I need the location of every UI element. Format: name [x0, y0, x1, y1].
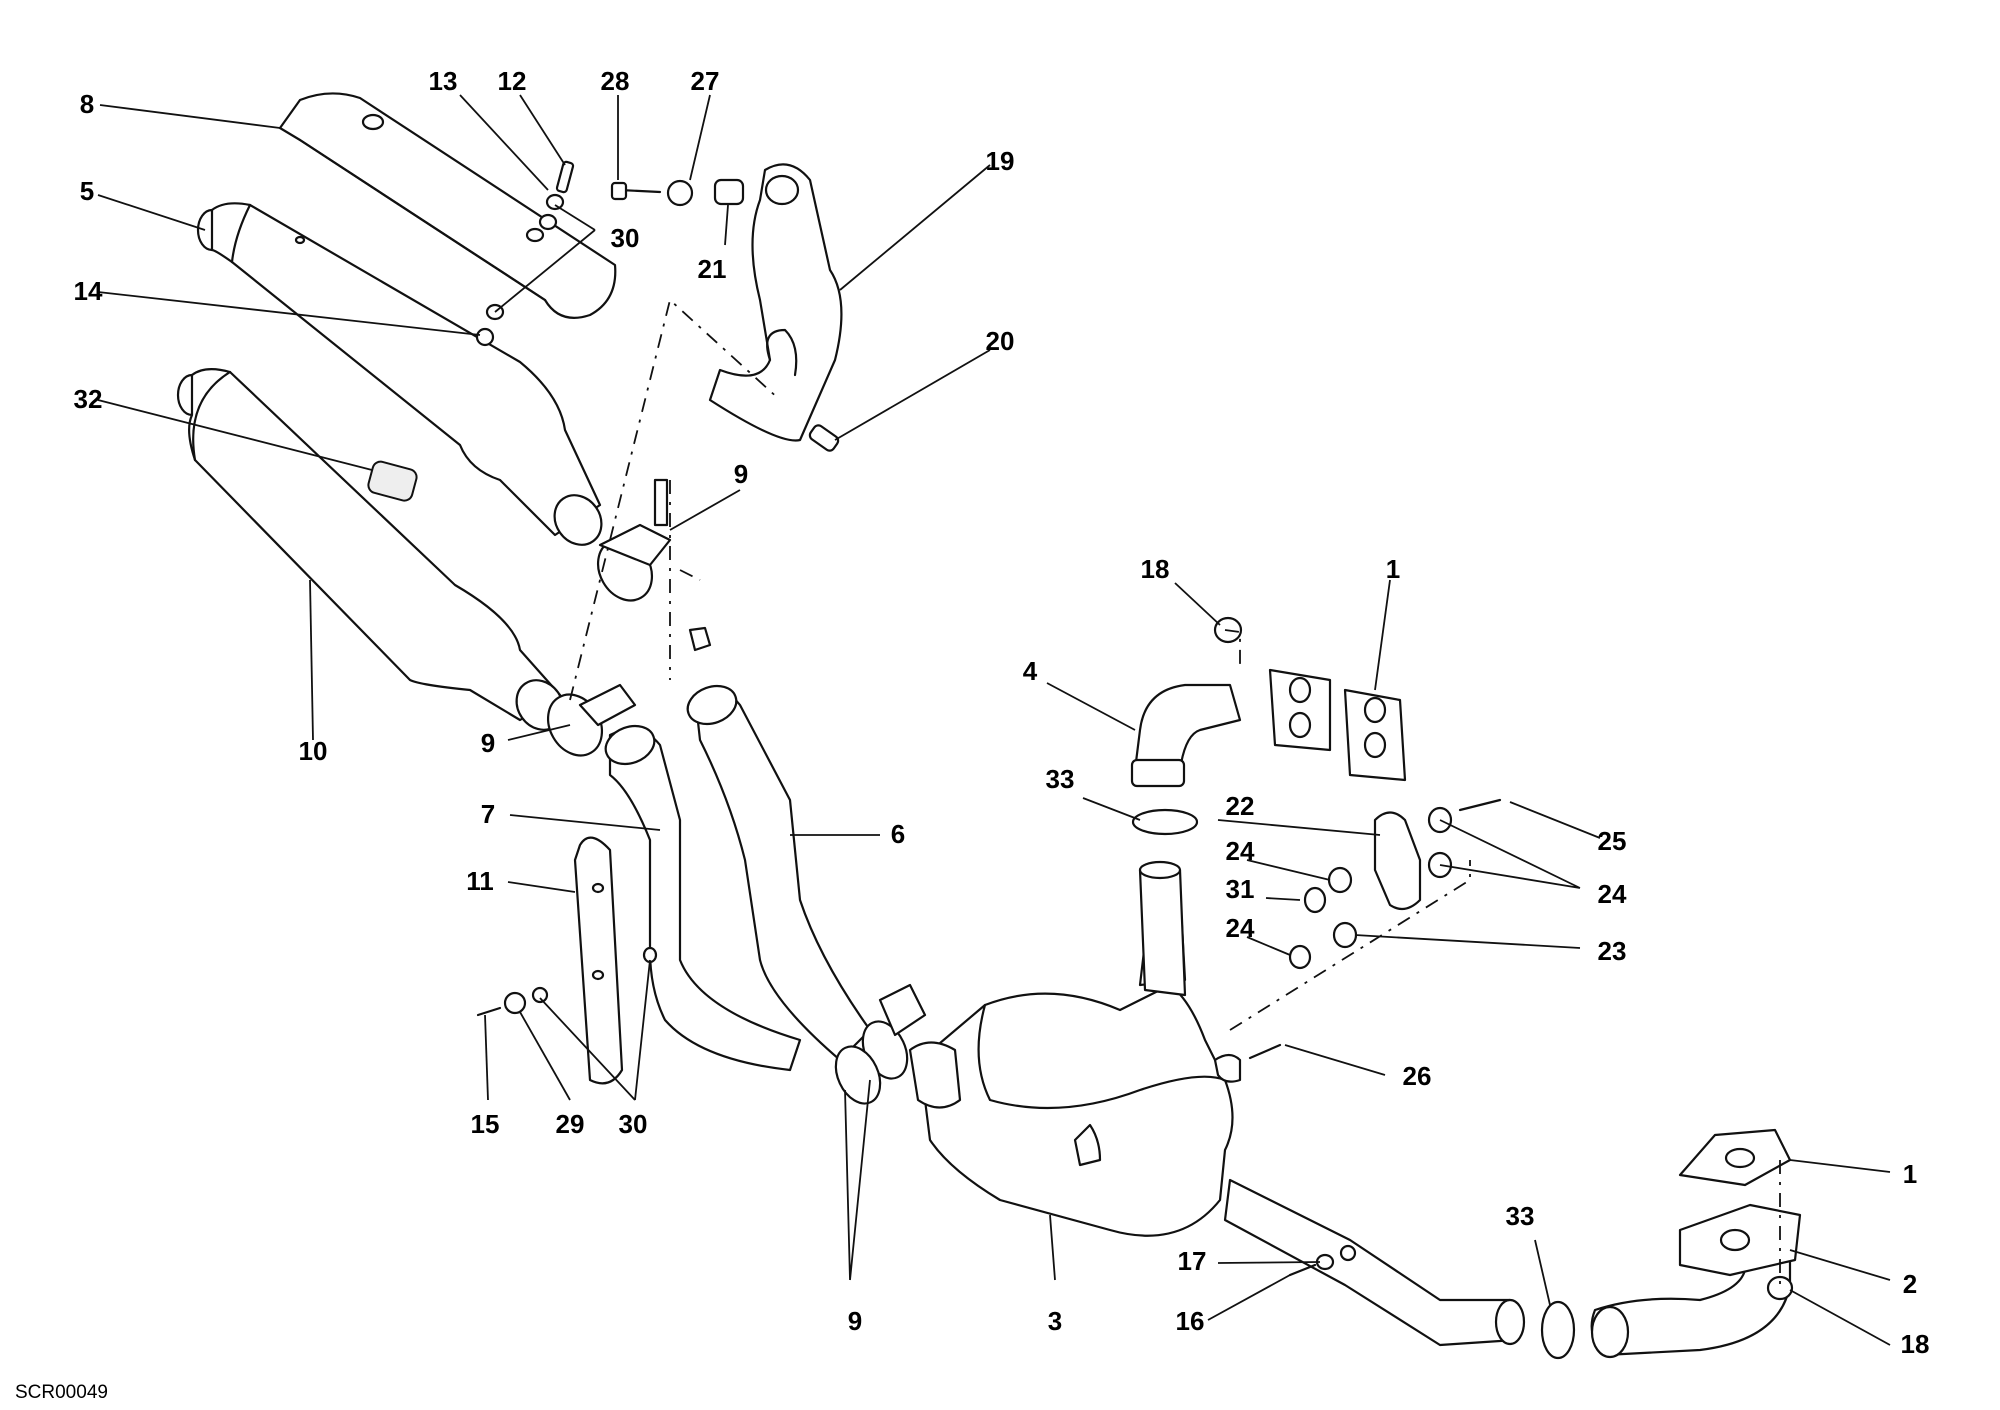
part-11-heat-shield	[573, 836, 624, 1085]
callout-label: 19	[986, 146, 1015, 176]
callout-label: 33	[1506, 1201, 1535, 1231]
callout-label: 1	[1386, 554, 1400, 584]
assembly-lines	[569, 298, 1781, 1285]
callout-label: 26	[1403, 1061, 1432, 1091]
callout-label: 15	[471, 1109, 500, 1139]
pipe-riser	[1138, 860, 1187, 997]
part-3-muffler	[908, 885, 1242, 1237]
callout-label: 23	[1598, 936, 1627, 966]
part-10-lower-silencer	[176, 368, 565, 731]
part-9-clamp-lower	[546, 683, 637, 757]
callout-label: 12	[498, 66, 527, 96]
part-5-upper-silencer	[196, 202, 603, 546]
callout-label: 27	[691, 66, 720, 96]
callout-label: 10	[299, 736, 328, 766]
part-1-flange-upper	[1268, 668, 1407, 782]
part-26-bolt	[1248, 1043, 1282, 1060]
part-18-nut-lower	[1766, 1275, 1794, 1301]
part-32-badge	[367, 460, 418, 502]
callout-label: 17	[1178, 1246, 1207, 1276]
callout-label: 14	[74, 276, 103, 306]
small-fasteners-upper	[475, 160, 840, 452]
callout-label: 28	[601, 66, 630, 96]
part-2-header-lower	[1590, 1203, 1802, 1359]
callout-label: 9	[734, 459, 748, 489]
drawing-code: SCR00049	[15, 1382, 108, 1403]
callout-label: 22	[1226, 791, 1255, 821]
callout-label: 1	[1903, 1159, 1917, 1189]
callout-label: 4	[1023, 656, 1038, 686]
callout-label: 30	[611, 223, 640, 253]
part-1-flange-lower	[1678, 1128, 1792, 1187]
leader-lines	[97, 94, 1891, 1346]
callout-label: 24	[1226, 913, 1255, 943]
callout-label: 16	[1176, 1306, 1205, 1336]
callout-label: 25	[1598, 826, 1627, 856]
bolt-cluster-right	[1288, 798, 1502, 970]
part-9-clamp-upper	[596, 478, 712, 652]
callout-label: 13	[429, 66, 458, 96]
callout-label: 24	[1226, 836, 1255, 866]
callout-label: 32	[74, 384, 103, 414]
part-6-link-pipe	[686, 684, 872, 1062]
callout-label: 9	[481, 728, 495, 758]
callout-label: 6	[891, 819, 905, 849]
part-8-heat-shield	[278, 92, 617, 319]
callout-labels: 8 5 14 32 10 13 12 30 28 27 21 19 20 9 9…	[74, 66, 1930, 1359]
callout-label: 11	[466, 866, 494, 896]
part-19-bracket	[708, 163, 843, 442]
callout-label: 2	[1903, 1269, 1917, 1299]
callout-label: 29	[556, 1109, 585, 1139]
part-33-gasket-upper	[1131, 808, 1199, 836]
callout-label: 7	[481, 799, 495, 829]
part-28-27-21-bolt-stack	[610, 178, 745, 207]
callout-label: 31	[1226, 874, 1255, 904]
callout-label: 8	[80, 89, 94, 119]
pipe-lower-right	[1223, 1178, 1526, 1347]
part-4-header-elbow	[1130, 683, 1242, 788]
callout-label: 18	[1901, 1329, 1930, 1359]
callout-label: 24	[1598, 879, 1627, 909]
part-33-gasket-lower	[1540, 1300, 1576, 1360]
part-7-link-pipe	[604, 724, 802, 1072]
callout-label: 21	[698, 254, 727, 284]
callout-label: 30	[619, 1109, 648, 1139]
callout-label: 33	[1046, 764, 1075, 794]
callout-label: 18	[1141, 554, 1170, 584]
callout-label: 9	[848, 1306, 862, 1336]
small-fasteners-lower	[476, 946, 658, 1017]
callout-label: 3	[1048, 1306, 1062, 1336]
callout-label: 20	[986, 326, 1015, 356]
callout-label: 5	[80, 176, 94, 206]
